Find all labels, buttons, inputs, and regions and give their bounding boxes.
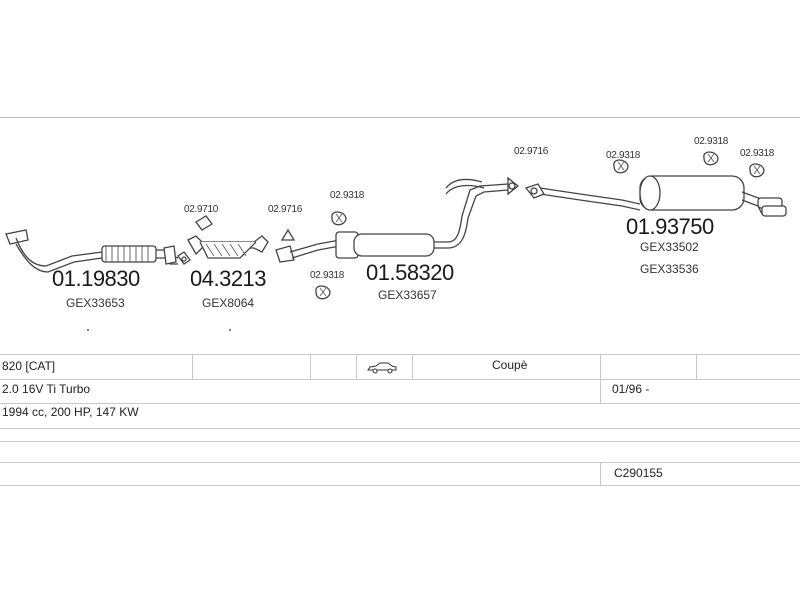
rubber-hangers-drawing xyxy=(177,151,765,300)
small-part-code: 02.9318 xyxy=(694,136,729,147)
table-divider xyxy=(356,355,357,379)
dot-marker xyxy=(87,329,89,331)
table-row-specs: 1994 cc, 200 HP, 147 KW xyxy=(0,404,800,429)
part-ref-middle-silencer: GEX33657 xyxy=(378,288,437,302)
car-coupe-icon xyxy=(366,360,398,377)
catalytic-converter-drawing xyxy=(187,215,269,259)
part-code-rear-silencer: 01.93750 xyxy=(626,214,714,239)
body-type-label: Coupè xyxy=(492,358,528,372)
table-row-blank xyxy=(0,442,800,463)
table-divider xyxy=(310,355,311,379)
table-row-model: 820 [CAT] Coupè xyxy=(0,354,800,380)
middle-silencer-drawing xyxy=(275,178,509,263)
engine-specs: 1994 cc, 200 HP, 147 KW xyxy=(2,405,139,419)
part-code-front-pipe: 01.19830 xyxy=(52,266,140,291)
model-label: 820 [CAT] xyxy=(2,359,56,373)
part-ref-rear-silencer: GEX33502 xyxy=(640,240,699,254)
part-ref-rear-silencer-alt: GEX33536 xyxy=(640,262,699,276)
small-part-code: 02.9710 xyxy=(184,204,219,215)
part-ref-front-pipe: GEX33653 xyxy=(66,296,125,310)
dot-marker xyxy=(229,329,231,331)
catalog-code: C290155 xyxy=(614,466,663,480)
table-row-blank xyxy=(0,429,800,442)
table-row-code: C290155 xyxy=(0,463,800,486)
frame-top-border xyxy=(0,117,800,118)
small-part-code: 02.9318 xyxy=(740,148,775,159)
table-divider xyxy=(600,355,601,379)
exhaust-system-drawing xyxy=(5,151,787,331)
small-part-code: 02.9716 xyxy=(514,146,549,157)
part-ref-catalyst: GEX8064 xyxy=(202,296,255,310)
table-divider xyxy=(600,463,601,485)
small-part-code: 02.9318 xyxy=(606,150,641,161)
front-pipe-drawing xyxy=(5,229,179,273)
table-divider xyxy=(696,355,697,379)
rear-silencer-drawing xyxy=(539,175,787,217)
table-divider xyxy=(600,379,601,403)
part-code-catalyst: 04.3213 xyxy=(190,266,267,291)
exhaust-diagram: 01.19830 GEX33653 04.3213 GEX8064 01.583… xyxy=(0,118,800,354)
table-divider xyxy=(192,355,193,379)
engine-label: 2.0 16V Ti Turbo xyxy=(2,382,91,396)
production-date: 01/96 - xyxy=(612,382,650,396)
small-part-code: 02.9318 xyxy=(310,270,345,281)
table-divider xyxy=(412,355,413,379)
small-part-code: 02.9318 xyxy=(330,190,365,201)
small-part-code: 02.9716 xyxy=(268,204,303,215)
table-row-engine: 2.0 16V Ti Turbo 01/96 - xyxy=(0,379,800,404)
part-code-middle-silencer: 01.58320 xyxy=(366,260,454,285)
